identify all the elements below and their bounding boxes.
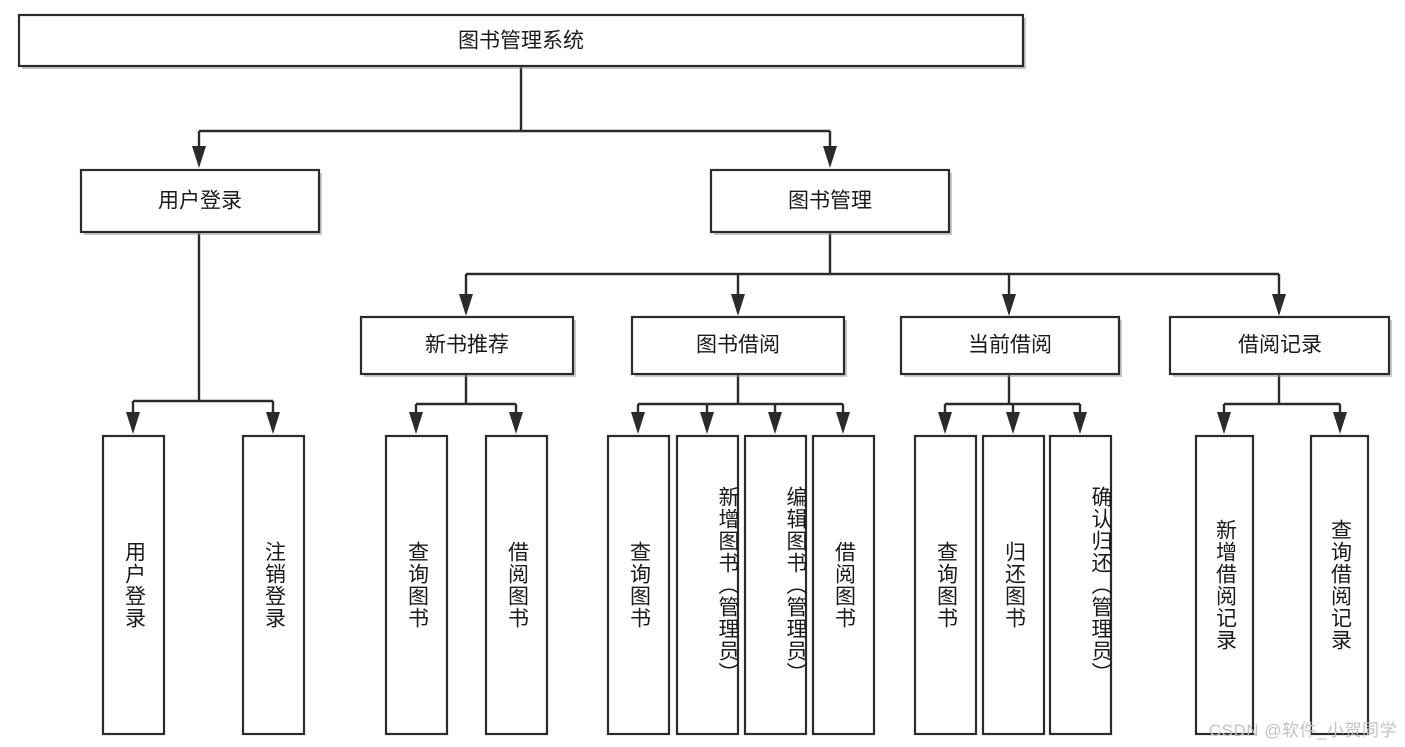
new-book-recommend-box [359, 315, 575, 376]
node-user-login[interactable]: 用户登录 [79, 168, 322, 235]
current-borrow-box [899, 315, 1121, 376]
node-book-manage[interactable]: 图书管理 [709, 168, 952, 235]
arrowhead-current-borrow [1002, 294, 1016, 316]
node-borrow-record[interactable]: 借阅记录 [1168, 315, 1392, 377]
current-borrow-label: 当前借阅 [968, 334, 1052, 357]
leaf-add-borrow-record-box[interactable] [1194, 434, 1255, 736]
leaf-user-login-box[interactable] [101, 434, 166, 736]
leaf-confirm-return-admin-box[interactable] [1048, 434, 1113, 736]
leaf-edit-book-admin-box[interactable] [743, 434, 808, 736]
book-borrow-label: 图书借阅 [696, 334, 780, 357]
book-manage-label: 图书管理 [788, 190, 872, 213]
csdn-watermark: CSDN @软件_小贺同学 [1208, 721, 1397, 740]
leaf-query-borrow-record-box[interactable] [1309, 434, 1370, 736]
arrowhead-leaf-query-book-recommend [409, 412, 423, 434]
connectors-user-login-to-leaves [126, 232, 280, 434]
arrowhead-leaf-query-book-borrow [631, 412, 645, 434]
node-new-book-recommend[interactable]: 新书推荐 [359, 315, 576, 377]
node-root[interactable]: 图书管理系统 [17, 13, 1026, 69]
borrow-record-label: 借阅记录 [1238, 334, 1322, 357]
leaf-borrow-book-box[interactable] [811, 434, 876, 736]
arrowhead-leaf-user-login [126, 412, 140, 434]
connectors-new-book-recommend-to-leaves [409, 374, 523, 434]
leaf-borrow-book-recommend-box[interactable] [484, 434, 549, 736]
arrowhead-leaf-confirm-return-admin [1073, 412, 1087, 434]
arrowhead-leaf-borrow-book [836, 412, 850, 434]
connectors-book-manage-to-level3 [459, 232, 1286, 316]
arrowhead-leaf-add-book-admin [700, 412, 714, 434]
node-book-borrow[interactable]: 图书借阅 [630, 315, 847, 377]
arrowhead-leaf-borrow-book-recommend [509, 412, 523, 434]
user-login-box [79, 168, 321, 234]
new-book-recommend-label: 新书推荐 [425, 334, 509, 357]
user-login-label: 用户登录 [158, 190, 242, 213]
arrowhead-leaf-logout-login [266, 412, 280, 434]
leaf-logout-login-box[interactable] [241, 434, 306, 736]
arrowhead-leaf-edit-book-admin [768, 412, 782, 434]
leaf-return-book-box[interactable] [981, 434, 1046, 736]
arrowhead-leaf-query-borrow-record [1333, 412, 1347, 434]
connectors-root-to-level2 [192, 66, 837, 168]
arrowhead-leaf-query-book-current [938, 412, 952, 434]
root-box [17, 13, 1025, 68]
root-label: 图书管理系统 [458, 30, 584, 53]
leaf-boxes [101, 434, 1370, 736]
connectors-current-borrow-to-leaves [938, 374, 1087, 434]
leaf-query-book-current-box[interactable] [913, 434, 978, 736]
leaf-query-book-recommend-box[interactable] [384, 434, 449, 736]
book-manage-box [709, 168, 951, 234]
arrowhead-new-book-recommend [459, 294, 473, 316]
node-current-borrow[interactable]: 当前借阅 [899, 315, 1122, 377]
book-borrow-box [630, 315, 846, 376]
arrowhead-borrow-record [1272, 294, 1286, 316]
borrow-record-box [1168, 315, 1391, 376]
arrowhead-leaf-add-borrow-record [1217, 412, 1231, 434]
leaf-add-book-admin-box[interactable] [675, 434, 740, 736]
leaf-query-book-borrow-box[interactable] [606, 434, 671, 736]
arrowhead-user-login [192, 146, 206, 168]
arrowhead-book-borrow [731, 294, 745, 316]
arrowhead-book-manage [823, 146, 837, 168]
connectors-book-borrow-to-leaves [631, 374, 850, 434]
arrowhead-leaf-return-book [1006, 412, 1020, 434]
connectors-borrow-record-to-leaves [1217, 374, 1347, 434]
